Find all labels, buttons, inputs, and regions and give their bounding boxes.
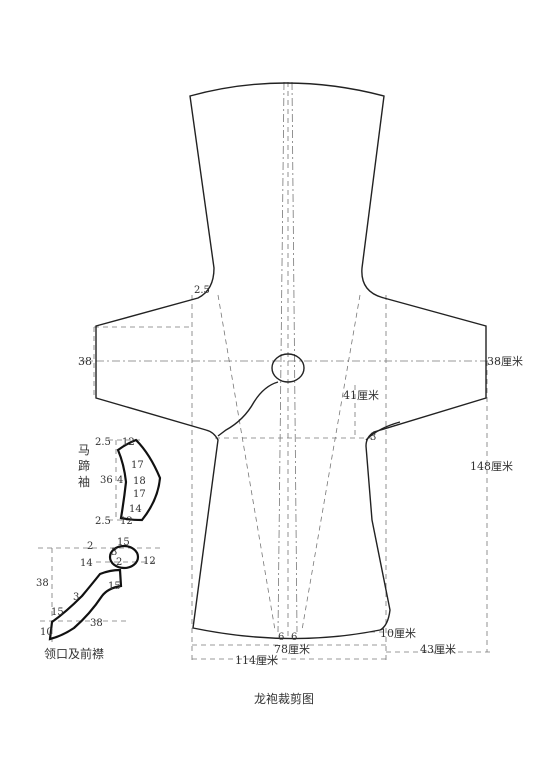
collar-piece: 15 2 3 2 14 12 38 15 3 15 10 38 领口及前襟: [36, 537, 160, 661]
collar-2-inner-label: 2: [116, 557, 122, 568]
cuff-outline: [116, 438, 162, 522]
cuff-bottom-left-label: 2.5: [95, 516, 111, 527]
collar-title: 领口及前襟: [44, 646, 104, 661]
collar-38-left-label: 38: [36, 578, 49, 589]
collar-14-label: 14: [80, 558, 93, 569]
cuff-18-label: 18: [133, 476, 146, 487]
cuff-title-char-2: 蹄: [78, 458, 90, 473]
armhole-depth-label: 41厘米: [343, 389, 379, 402]
cuff-bottom-right-label: 12: [120, 516, 133, 527]
neck-opening: [271, 353, 305, 383]
collar-placket-outline: [48, 568, 123, 641]
collar-12-label: 12: [143, 556, 156, 567]
cuff-top-right-label: 12: [122, 437, 135, 448]
collar-15-right-label: 15: [108, 581, 121, 592]
cuff-17a-label: 17: [131, 460, 144, 471]
cuff-height-label: 36: [100, 475, 113, 486]
collar-mark-label: 2.5: [194, 285, 210, 296]
sleeve-width-left-label: 38: [78, 355, 92, 368]
collar-15-lower-label: 15: [51, 607, 64, 618]
collar-15-top-label: 15: [117, 537, 130, 548]
cuff-17b-label: 17: [133, 489, 146, 500]
figure-caption: 龙袍裁剪图: [254, 691, 314, 706]
collar-10-label: 10: [40, 627, 53, 638]
collar-38-bottom-label: 38: [90, 618, 103, 629]
center-diag-left: [217, 294, 276, 631]
cuff-title-char-3: 袖: [78, 474, 90, 489]
collar-3-lower-label: 3: [73, 592, 79, 603]
inner-width-label: 78厘米: [274, 643, 310, 656]
full-width-label: 114厘米: [235, 654, 278, 667]
cuff-14-label: 14: [129, 504, 142, 515]
collar-3-inner-label: 3: [111, 547, 117, 558]
front-placket-curve: [217, 381, 279, 437]
collar-neck-opening: [108, 544, 140, 570]
armhole-curve: [365, 421, 401, 441]
center-line-a: [277, 81, 285, 633]
total-length-label: 148厘米: [470, 460, 513, 473]
half-width-label: 43厘米: [420, 643, 456, 656]
center-diag-right: [301, 294, 361, 631]
hem-flare-label: 10厘米: [380, 627, 416, 640]
robe-outline: [95, 82, 487, 640]
cuff-piece: 马 蹄 袖 2.5 12 36 4 17 18 17 14 2.5 12: [78, 437, 162, 527]
center-line-b: [291, 81, 298, 633]
cuff-inner-label: 4: [117, 475, 123, 486]
sleeve-width-right-label: 38厘米: [487, 355, 523, 368]
guide-lines: [80, 81, 500, 660]
hem-center-a-label: 6: [278, 632, 284, 643]
cuff-title-char-1: 马: [78, 443, 90, 457]
armhole-mark-label: 3: [370, 432, 376, 443]
cuff-top-left-label: 2.5: [95, 437, 111, 448]
collar-2-left-label: 2: [87, 541, 93, 552]
hem-center-b-label: 6: [291, 632, 297, 643]
